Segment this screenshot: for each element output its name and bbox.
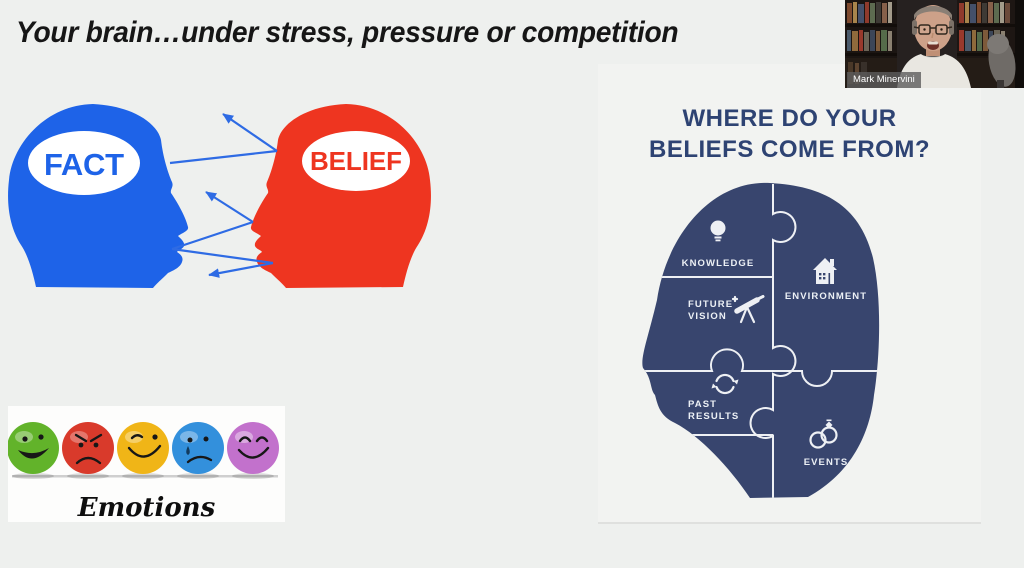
emotions-graphic: Emotions bbox=[7, 406, 285, 523]
beliefs-panel-title: WHERE DO YOUR BELIEFS COME FROM? bbox=[598, 64, 981, 165]
emotion-ball-angry bbox=[62, 422, 114, 474]
lightbulb-icon bbox=[710, 220, 726, 242]
piece-label-vision: VISION bbox=[688, 311, 727, 322]
emotion-ball-sad bbox=[172, 422, 224, 474]
puzzle-head-graphic: KNOWLEDGE ENVIRONMENT FUTURE VISION bbox=[642, 182, 880, 498]
emotion-ball-happy bbox=[7, 422, 59, 474]
piece-label-events: EVENTS bbox=[804, 457, 849, 468]
wall-edge bbox=[1015, 0, 1024, 88]
belief-label: BELIEF bbox=[310, 146, 402, 176]
piece-label-past: PAST bbox=[688, 399, 717, 410]
fact-label: FACT bbox=[44, 147, 124, 182]
puzzle-divider-middle-right bbox=[773, 370, 880, 387]
belief-head bbox=[250, 104, 431, 288]
piece-label-results: RESULTS bbox=[688, 411, 739, 422]
piece-label-environment: ENVIRONMENT bbox=[785, 291, 867, 302]
telescope-icon bbox=[731, 295, 765, 324]
emotion-ball-wink bbox=[117, 422, 169, 474]
fact-head bbox=[8, 104, 189, 288]
fact-vs-belief-graphic: FACT BELIEF bbox=[8, 104, 431, 288]
emotions-caption: Emotions bbox=[77, 493, 216, 523]
beliefs-title-line2: BELIEFS COME FROM? bbox=[649, 136, 930, 163]
webcam-scene bbox=[845, 0, 1024, 88]
emotion-balls bbox=[7, 422, 279, 479]
fact-bubble bbox=[28, 131, 140, 195]
head-silhouette bbox=[642, 182, 880, 498]
refresh-icon bbox=[711, 373, 739, 395]
deflected-arrows bbox=[169, 113, 278, 278]
rings-icon bbox=[809, 419, 838, 449]
puzzle-divider-vertical bbox=[749, 184, 797, 498]
puzzle-divider-middle-left bbox=[642, 348, 773, 372]
microphone bbox=[987, 33, 1016, 88]
piece-label-future: FUTURE bbox=[688, 299, 733, 310]
emotion-ball-laughing bbox=[227, 422, 279, 474]
piece-label-knowledge: KNOWLEDGE bbox=[682, 258, 755, 269]
house-icon bbox=[813, 258, 837, 284]
participant-name-label: Mark Minervini bbox=[847, 72, 921, 88]
webcam-video[interactable]: Mark Minervini bbox=[845, 0, 1024, 88]
belief-bubble bbox=[302, 131, 410, 191]
beliefs-title-line1: WHERE DO YOUR bbox=[682, 105, 897, 132]
slide-title: Your brain…under stress, pressure or com… bbox=[16, 16, 679, 49]
